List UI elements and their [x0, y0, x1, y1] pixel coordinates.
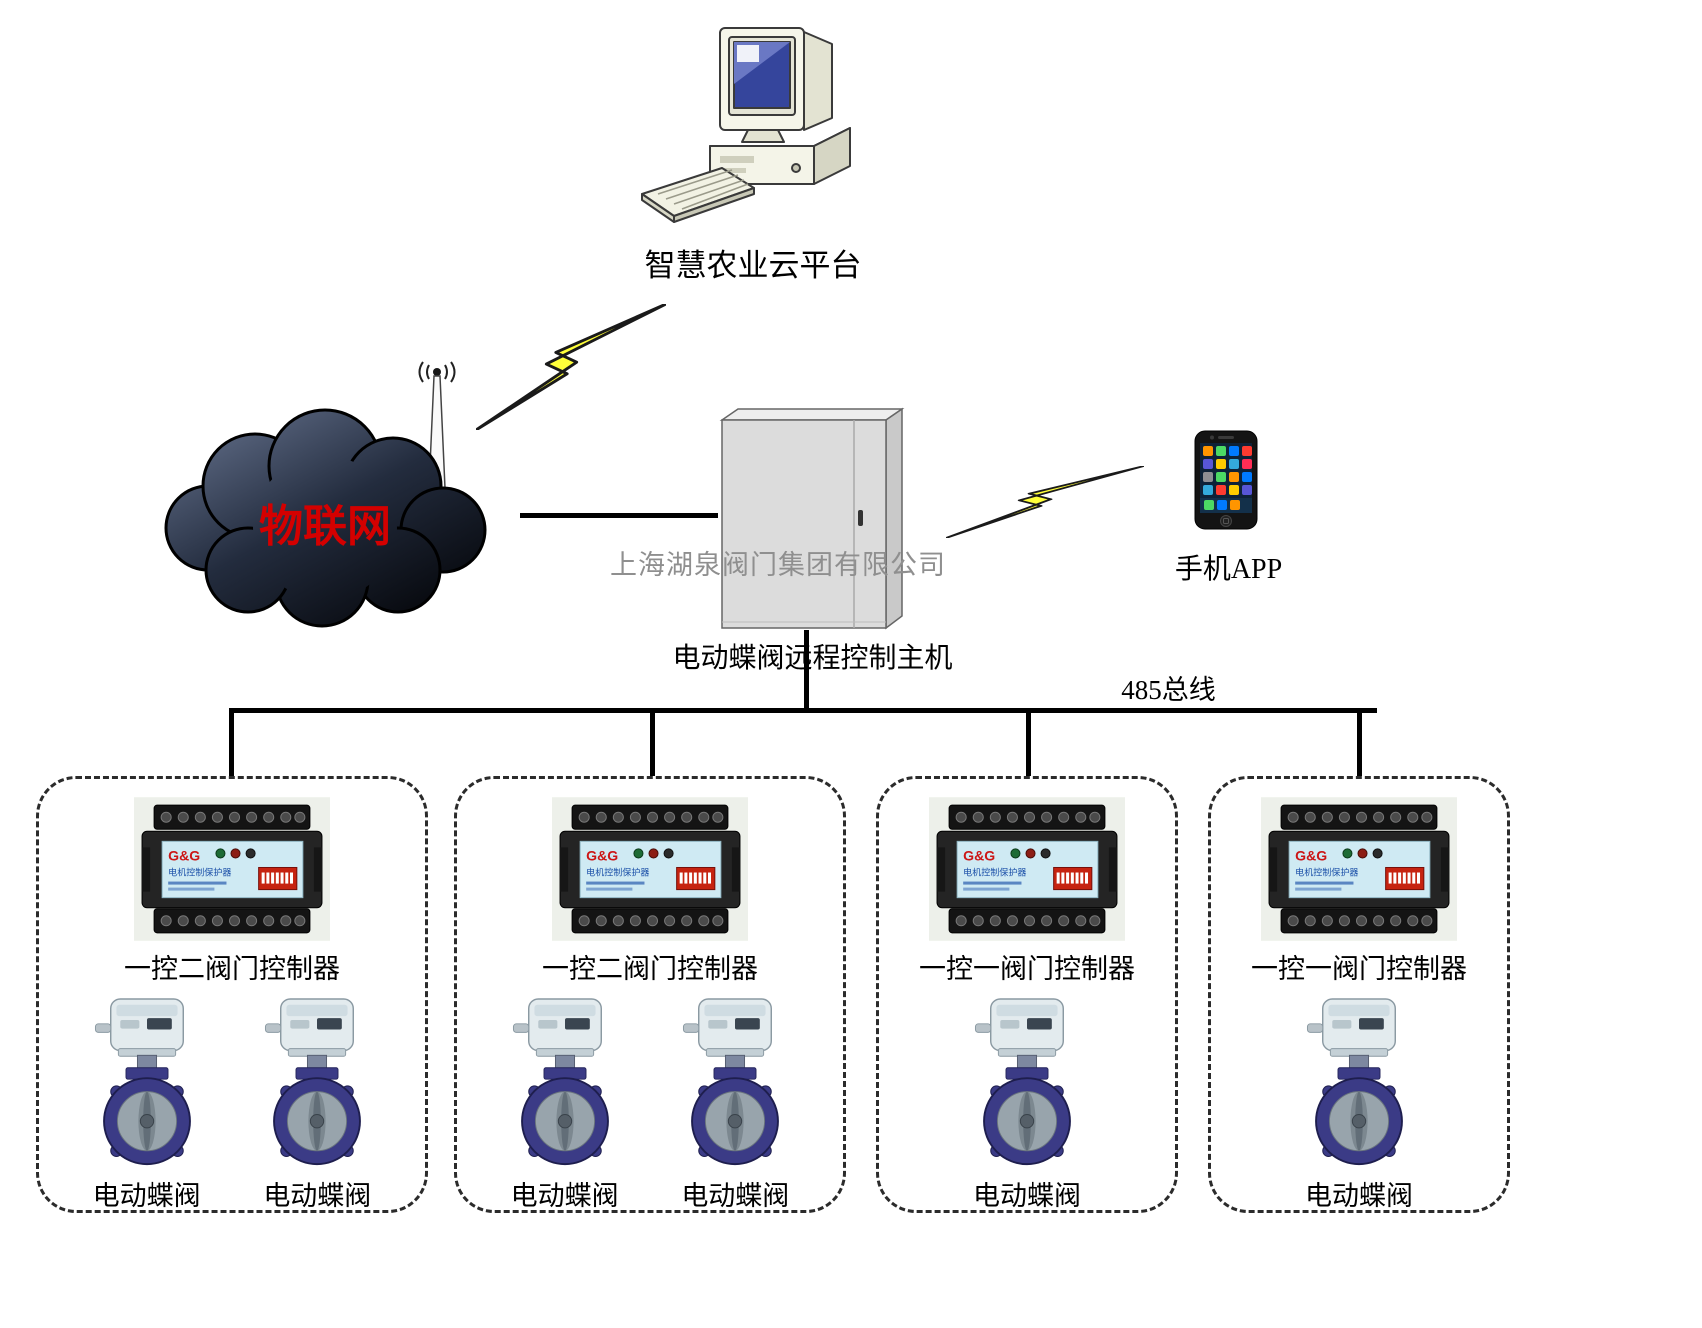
control-host-cabinet [712, 404, 908, 632]
valve-controller-image [929, 797, 1125, 941]
valve-label: 电动蝶阀 [973, 1181, 1081, 1211]
valve-controller-image [552, 797, 748, 941]
valve-group-2: 一控二阀门控制器 电动蝶阀 电动蝶阀 [454, 776, 846, 1213]
valve-group-4: 一控一阀门控制器 电动蝶阀 [1208, 776, 1510, 1213]
bus-drop-group-1 [229, 708, 234, 780]
bus-label: 485总线 [1121, 675, 1216, 705]
controller-label: 一控一阀门控制器 [919, 954, 1135, 984]
valve-label: 电动蝶阀 [92, 1181, 201, 1211]
butterfly-valve-image [1296, 994, 1422, 1172]
butterfly-valve-image [502, 994, 628, 1172]
watermark-text: 上海湖泉阀门集团有限公司 [610, 550, 946, 580]
computer-illustration [635, 18, 867, 233]
lightning-bolt-icon [476, 304, 666, 430]
butterfly-valve-image [672, 994, 798, 1172]
mobile-phone [1194, 430, 1258, 530]
wireless-link-bolt-host-phone [946, 466, 1144, 538]
butterfly-valve-image [254, 994, 380, 1172]
valve-unit: 电动蝶阀 [1296, 994, 1422, 1213]
valve-unit: 电动蝶阀 [502, 994, 628, 1213]
valve-unit: 电动蝶阀 [254, 994, 380, 1213]
butterfly-valve-image [964, 994, 1090, 1172]
cabinet-illustration [712, 404, 908, 632]
controller-label: 一控二阀门控制器 [542, 954, 758, 984]
valve-unit: 电动蝶阀 [84, 994, 210, 1213]
connector-cloud-host [520, 513, 718, 518]
cloud-platform-computer [635, 18, 867, 233]
bus-line-485 [229, 708, 1377, 713]
cloud-illustration [164, 361, 487, 628]
iot-cloud-label: 物联网 [259, 502, 391, 551]
controller-label: 一控一阀门控制器 [1251, 954, 1467, 984]
iot-cloud [150, 358, 495, 653]
valve-label: 电动蝶阀 [681, 1181, 790, 1211]
valve-controller-image [134, 797, 330, 941]
valve-unit: 电动蝶阀 [964, 994, 1090, 1213]
bus-drop-group-2 [650, 708, 655, 780]
butterfly-valve-image [84, 994, 210, 1172]
cloud-platform-label: 智慧农业云平台 [644, 248, 862, 283]
valve-group-3: 一控一阀门控制器 电动蝶阀 [876, 776, 1178, 1213]
valve-unit: 电动蝶阀 [672, 994, 798, 1213]
valve-label: 电动蝶阀 [263, 1181, 372, 1211]
bus-drop-group-4 [1357, 708, 1362, 780]
valve-label: 电动蝶阀 [510, 1181, 619, 1211]
phone-app-label: 手机APP [1174, 554, 1283, 585]
valve-label: 电动蝶阀 [1305, 1181, 1413, 1211]
valve-controller-image [1261, 797, 1457, 941]
bus-drop-group-3 [1026, 708, 1031, 780]
wireless-link-bolt-cloud-computer [476, 304, 666, 430]
phone-illustration [1194, 430, 1258, 530]
valve-group-1: 一控二阀门控制器 电动蝶阀 电动蝶阀 [36, 776, 428, 1213]
controller-label: 一控二阀门控制器 [124, 954, 340, 984]
connector-host-bus [804, 630, 809, 712]
control-host-label: 电动蝶阀远程控制主机 [672, 643, 953, 674]
lightning-bolt-icon [946, 466, 1144, 538]
